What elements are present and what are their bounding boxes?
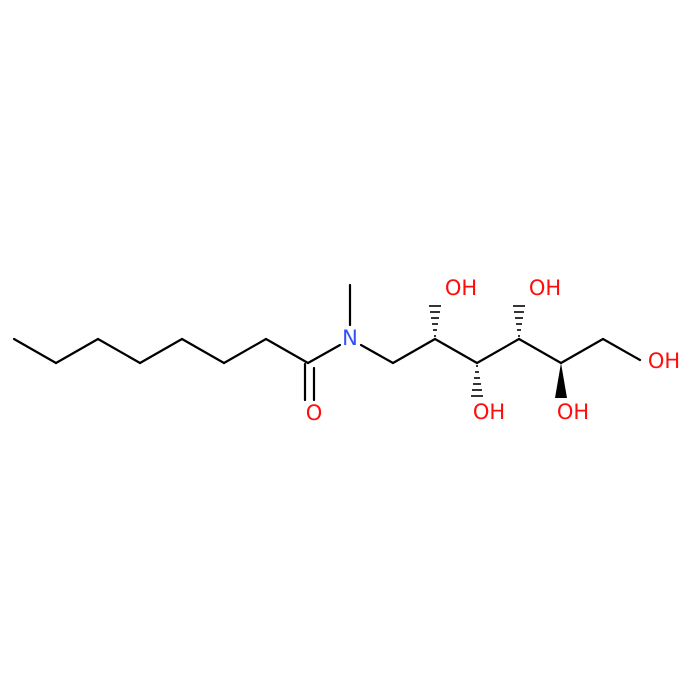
bond-n-ch2 xyxy=(359,343,395,365)
alkyl-chain xyxy=(12,337,310,365)
glucitol-backbone xyxy=(391,337,642,365)
solid-wedge-c5 xyxy=(555,363,567,398)
hydroxyl-c5-label: OH xyxy=(557,400,589,424)
carbonyl-double-bond xyxy=(303,362,316,402)
bond-c5-c6-sugar xyxy=(559,337,605,365)
hashed-wedge-c2 xyxy=(429,305,441,337)
hashed-wedge-c3 xyxy=(471,365,483,397)
bond-c3-c4-sugar xyxy=(475,337,521,365)
carbonyl-oxygen-label: O xyxy=(306,401,323,425)
bond-c2-c3-sugar xyxy=(433,337,479,365)
nitrogen-label: N xyxy=(342,326,358,350)
bond-c2-c3 xyxy=(54,337,100,365)
bond-c4-c5 xyxy=(138,337,184,365)
bond-c4-c5-sugar xyxy=(517,337,563,365)
bond-c3-c4 xyxy=(96,337,142,365)
hydroxyl-c3-label: OH xyxy=(473,400,505,424)
hydroxyl-c4-label: OH xyxy=(529,276,561,300)
atom-labels: O N OH OH OH OH OH xyxy=(306,276,680,425)
bond-c8-n xyxy=(306,343,342,365)
hydroxyl-c6-label: OH xyxy=(648,349,680,373)
bond-c5-c6 xyxy=(180,337,226,365)
bond-c1-c2 xyxy=(12,337,58,365)
bond-c6-c7 xyxy=(222,337,268,365)
bond-c6-oh xyxy=(601,337,642,362)
bond-ch2-c2 xyxy=(391,337,437,365)
bond-c7-c8 xyxy=(264,337,310,365)
hydroxyl-c2-label: OH xyxy=(445,276,477,300)
hashed-wedge-c4 xyxy=(513,305,525,337)
